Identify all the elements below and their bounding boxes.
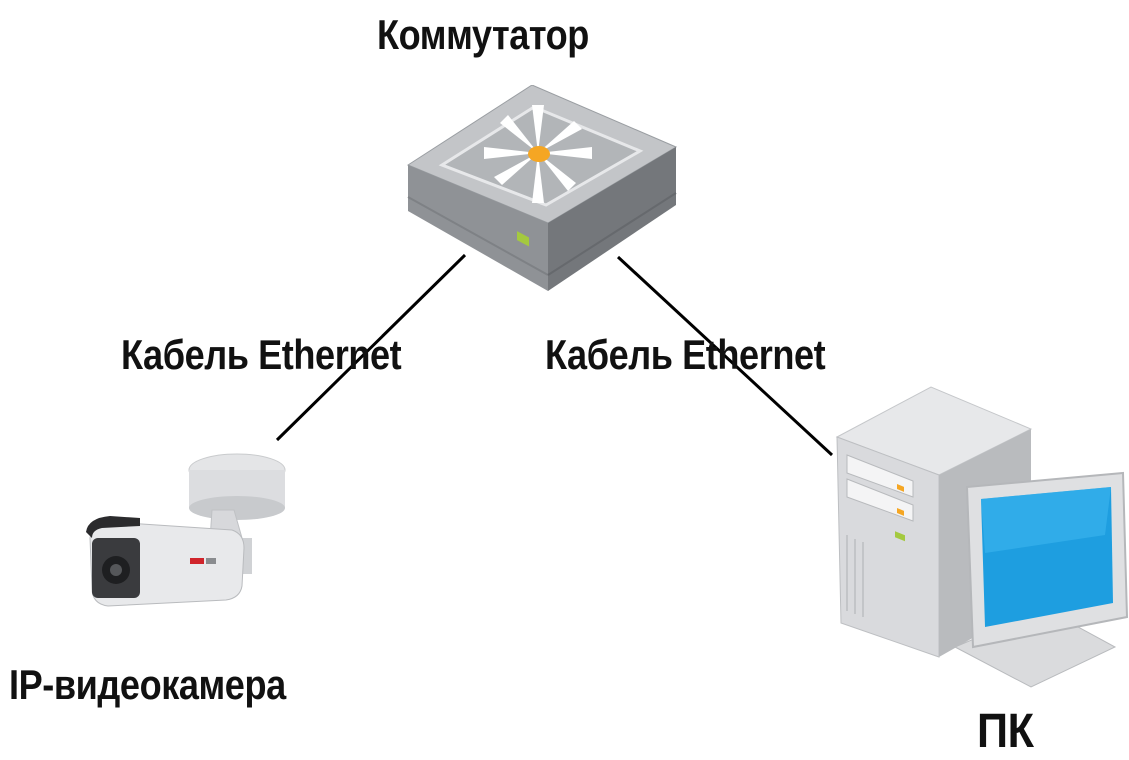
switch-arrows-icon — [484, 105, 592, 203]
cable-label-pc: Кабель Ethernet — [545, 331, 826, 378]
link-switch-pc — [616, 255, 834, 457]
switch-label: Коммутатор — [377, 11, 589, 58]
camera-label: IP-видеокамера — [9, 661, 286, 708]
ip-camera-icon — [86, 453, 286, 607]
network-switch-icon — [406, 85, 678, 291]
link-switch-camera — [275, 253, 467, 442]
desktop-computer-icon — [835, 386, 1129, 688]
cable-label-camera: Кабель Ethernet — [121, 331, 402, 378]
switch-center-dot — [528, 146, 550, 162]
pc-label: ПК — [977, 705, 1034, 758]
